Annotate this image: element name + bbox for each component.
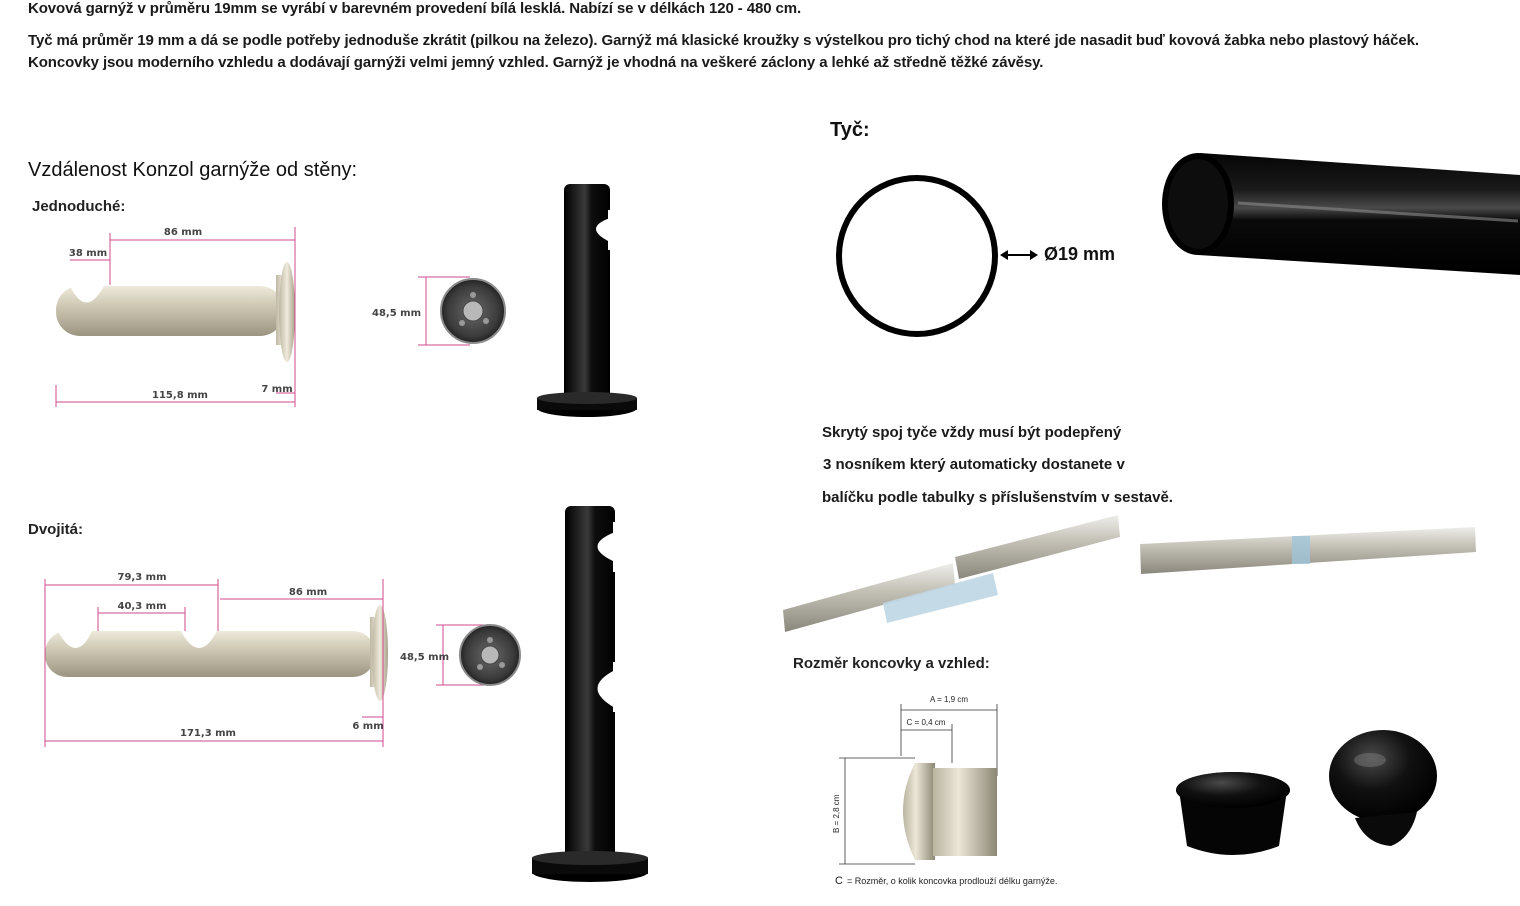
single-black-bracket <box>537 184 637 417</box>
dim-38: 38 mm <box>69 248 107 259</box>
rod-title: Tyč: <box>830 119 870 141</box>
rod-note-line-1: Skrytý spoj tyče vždy musí být podepřený <box>822 424 1122 441</box>
endcap-black-photo <box>1176 730 1437 855</box>
endcap-drawing: A = 1,9 cm C = 0,4 cm B = 2,8 cm C = Roz… <box>832 695 1057 887</box>
dim-79-3: 79,3 mm <box>118 572 167 583</box>
intro-line-1: Kovová garnýž v průměru 19mm se vyrábí v… <box>28 0 802 17</box>
dim-86-double: 86 mm <box>289 587 327 598</box>
single-bracket-drawing: 86 mm 38 mm 115,8 mm 7 mm 48,5 mm <box>55 227 506 407</box>
intro-line-3: Koncovky jsou moderního vzhledu a dodáva… <box>28 54 1044 71</box>
dim-40-3: 40,3 mm <box>118 601 167 612</box>
endcap-dim-c: C = 0,4 cm <box>907 718 946 727</box>
dim-48-5-double: 48,5 mm <box>400 652 449 663</box>
single-bracket-label: Jednoduché: <box>32 198 126 215</box>
rod-note-line-3: balíčku podle tabulky s příslušenstvím v… <box>822 489 1173 506</box>
double-bracket-drawing: 79,3 mm 40,3 mm 86 mm 171,3 mm 6 mm 48,5… <box>44 572 521 747</box>
endcap-dim-a: A = 1,9 cm <box>930 695 968 704</box>
rod-joint-photo-closed <box>1140 527 1476 574</box>
dim-115-8: 115,8 mm <box>152 390 208 401</box>
intro-line-2: Tyč má průměr 19 mm a dá se podle potřeb… <box>28 32 1419 49</box>
rod-note-line-2: 3 nosníkem který automaticky dostanete v <box>823 456 1125 473</box>
brackets-title: Vzdálenost Konzol garnýže od stěny: <box>28 159 358 181</box>
endcap-caption-text: = Rozměr, o kolik koncovka prodlouží dél… <box>847 876 1057 886</box>
rod-joint-photo-open <box>783 515 1120 632</box>
dim-6: 6 mm <box>352 721 383 732</box>
dim-171-3: 171,3 mm <box>180 728 236 739</box>
rod-black-photo <box>1162 153 1520 275</box>
rod-diameter-diagram: Ø19 mm <box>836 175 1115 337</box>
double-black-bracket <box>532 506 648 882</box>
endcap-title: Rozměr koncovky a vzhled: <box>793 655 990 672</box>
dim-86: 86 mm <box>164 227 202 238</box>
endcap-caption-letter: C <box>835 875 843 887</box>
dim-7: 7 mm <box>261 384 292 395</box>
rod-diameter-label: Ø19 mm <box>1044 244 1115 264</box>
double-bracket-label: Dvojitá: <box>28 521 84 538</box>
dim-48-5: 48,5 mm <box>372 308 421 319</box>
endcap-dim-b: B = 2,8 cm <box>832 794 841 833</box>
